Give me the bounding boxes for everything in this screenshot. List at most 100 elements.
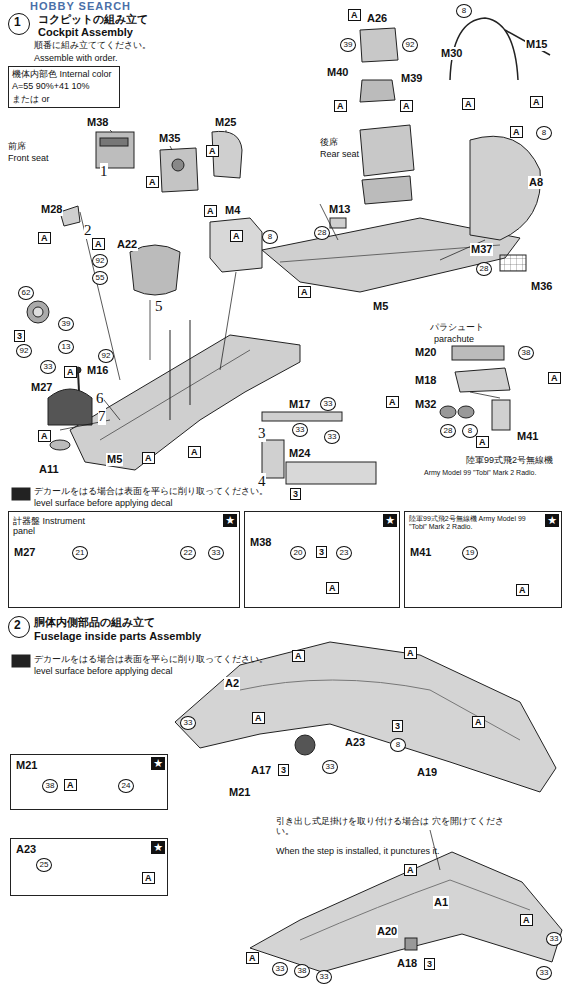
part-name: M36 [530,280,553,293]
color-callout: 3 [290,488,301,500]
color-callout: A [292,650,305,662]
part-name: M30 [440,47,463,60]
color-number: 33 [180,716,196,730]
note-text: Army Model 99 "Tobi" Mark 2 Radio. [424,469,536,477]
color-number: 38 [518,346,534,360]
color-number: 13 [58,340,74,354]
part-name: A19 [416,766,438,779]
color-callout: A [38,232,51,244]
color-callout: A [230,230,243,242]
color-number: 19 [462,546,478,560]
color-number: 33 [320,397,336,411]
part-name: M5 [372,300,389,313]
note-text: 順番に組み立ててください。 [34,40,151,50]
color-callout: 3 [14,330,25,342]
part-name: M37 [470,243,493,256]
step-order-number: 6 [96,390,104,407]
part-name: M41 [516,430,539,443]
part-name: A23 [344,736,366,749]
part-name: M18 [414,374,437,387]
color-number: 33 [322,760,338,774]
color-number: 39 [58,317,74,331]
part-name: M4 [224,204,241,217]
step-order-number: 7 [98,408,106,425]
step-number-text: 2 [14,619,21,633]
note-text: 引き出し式足掛けを取り付ける場合は 穴を開けてください。 [276,816,506,837]
color-number: 33 [40,360,56,374]
star-mark: ★ [545,514,559,527]
color-number: 24 [118,779,134,793]
note-text: 陸軍99式飛2号無線機 [466,455,553,465]
color-number: 28 [314,226,330,240]
color-callout: A [520,914,533,926]
color-callout: A [64,779,77,791]
color-number: 62 [18,286,34,300]
part-name: M13 [328,203,351,216]
decal-box: ★M38 [244,511,400,608]
step-order-number: 3 [258,425,266,442]
star-mark: ★ [151,841,165,854]
step-order-number: 1 [100,163,108,180]
part-name: M27 [30,381,53,394]
color-callout: A [476,436,489,448]
color-callout: A [404,864,417,876]
note-text: 前席 [8,141,26,151]
color-number: 8 [536,126,552,140]
star-mark: ★ [151,757,165,770]
color-callout: A [38,430,51,442]
color-number: 92 [98,349,114,363]
part-name: A1 [433,896,449,909]
part-name: A11 [38,463,60,476]
part-name: M25 [214,116,237,129]
part-name: M20 [414,346,437,359]
box-heading: 計器盤 Instrument panel [13,516,93,537]
note-text: パラシュート [430,322,484,332]
decal-box: ★ M21 [10,754,168,810]
color-alt: または or [12,94,50,104]
note-text: デカールをはる場合は表面を平らに削り取ってください。 [34,486,268,496]
color-callout: A [204,205,217,217]
color-callout: A [348,9,361,21]
step-order-number: 5 [155,298,163,315]
part-name: M21 [15,759,38,772]
color-callout: 3 [392,720,403,732]
color-number: 92 [16,344,32,358]
color-number: 20 [290,546,306,560]
color-number: 33 [546,932,562,946]
color-box: 機体内部色 Internal colorA=55 90%+41 10%または o… [8,66,120,108]
color-callout: A [252,712,265,724]
color-callout: A [64,366,77,378]
color-number: 28 [440,424,456,438]
part-name: M5 [106,453,123,466]
color-callout: A [516,584,529,596]
color-formula: A=55 90%+41 10% [12,81,90,91]
note-text: デカールをはる場合は表面を平らに削り取ってください。 [34,654,268,664]
color-callout: A [386,396,399,408]
part-name: A20 [376,925,398,938]
star-mark: ★ [383,514,397,527]
color-number: 8 [262,230,278,244]
color-number: 33 [536,966,552,980]
color-number: 8 [456,4,472,18]
part-name: A22 [116,238,138,251]
part-name: M16 [86,364,109,377]
star-mark: ★ [223,514,237,527]
color-callout: A [510,126,523,138]
part-name: M21 [228,786,251,799]
watermark: HOBBY SEARCH [30,0,131,13]
color-callout: A [206,145,219,157]
color-callout: A [146,176,159,188]
color-number: 28 [476,262,492,276]
color-number: 55 [92,271,108,285]
color-callout: A [530,96,543,108]
color-callout: A [400,100,413,112]
color-callout: 3 [424,958,435,970]
part-name: M32 [414,398,437,411]
color-number: 8 [390,738,406,752]
note-text: Front seat [8,153,49,163]
step-heading: Fuselage inside parts Assembly [34,630,201,643]
color-number: 39 [340,38,356,52]
part-name: M35 [158,132,181,145]
color-number: 21 [72,546,88,560]
part-name: A18 [396,957,418,970]
